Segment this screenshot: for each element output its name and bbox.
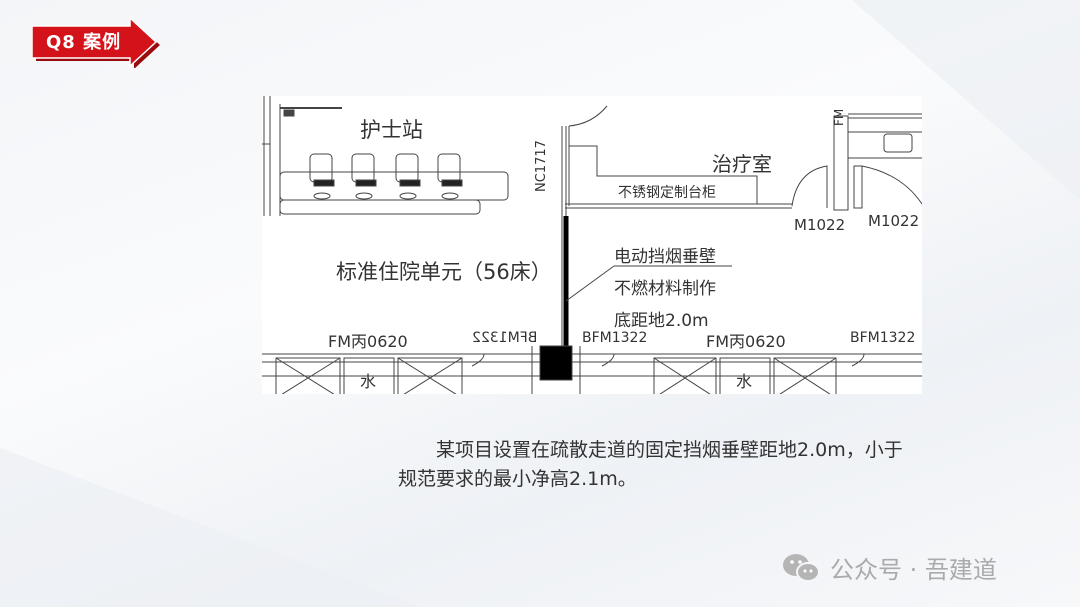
label-door-nc1717: NC1717 xyxy=(534,140,549,192)
arrow-tag-shape xyxy=(32,18,160,68)
label-ward-unit: 标准住院单元（56床） xyxy=(336,260,552,284)
label-door-m1022-right: M1022 xyxy=(868,212,920,230)
background-shape xyxy=(0,448,420,607)
label-smoke-barrier-1: 电动挡烟垂壁 xyxy=(614,247,716,267)
floor-plan-lines xyxy=(262,96,922,394)
label-treatment-room: 治疗室 xyxy=(712,152,772,176)
case-tag-label: Q8 案例 xyxy=(46,32,122,53)
label-cabinet: 不锈钢定制台柜 xyxy=(618,185,716,201)
watermark-text: 公众号 · 吾建道 xyxy=(830,556,997,584)
label-smoke-barrier-3: 底距地2.0m xyxy=(614,311,709,331)
caption-line-2: 规范要求的最小净高2.1m。 xyxy=(398,468,637,490)
watermark: 公众号 · 吾建道 xyxy=(782,550,997,585)
label-fm-right: FM丙0620 xyxy=(706,332,786,351)
caption-line-1: 某项目设置在疏散走道的固定挡烟垂壁距地2.0m，小于 xyxy=(436,439,903,461)
wechat-icon xyxy=(783,553,820,582)
label-fm-left: FM丙0620 xyxy=(328,332,408,351)
label-nurse-station: 护士站 xyxy=(360,118,423,142)
chair-icons xyxy=(309,153,463,200)
floor-plan-drawing: 护士站 治疗室 不锈钢定制台柜 标准住院单元（56床） NC1717 M1022… xyxy=(262,96,922,394)
label-water-right: 水 xyxy=(736,372,753,391)
caption-text: 某项目设置在疏散走道的固定挡烟垂壁距地2.0m，小于 规范要求的最小净高2.1m… xyxy=(398,436,998,494)
label-water-left: 水 xyxy=(360,372,377,391)
label-door-m1022-left: M1022 xyxy=(794,216,846,234)
label-door-fm: FM xyxy=(832,108,846,126)
case-tag: Q8 案例 xyxy=(32,18,160,68)
label-smoke-barrier-2: 不燃材料制作 xyxy=(614,279,716,299)
label-bfm-mirrored: BFM1322 xyxy=(472,330,538,346)
label-bfm-mid: BFM1322 xyxy=(582,330,648,346)
label-bfm-right: BFM1322 xyxy=(850,330,916,346)
